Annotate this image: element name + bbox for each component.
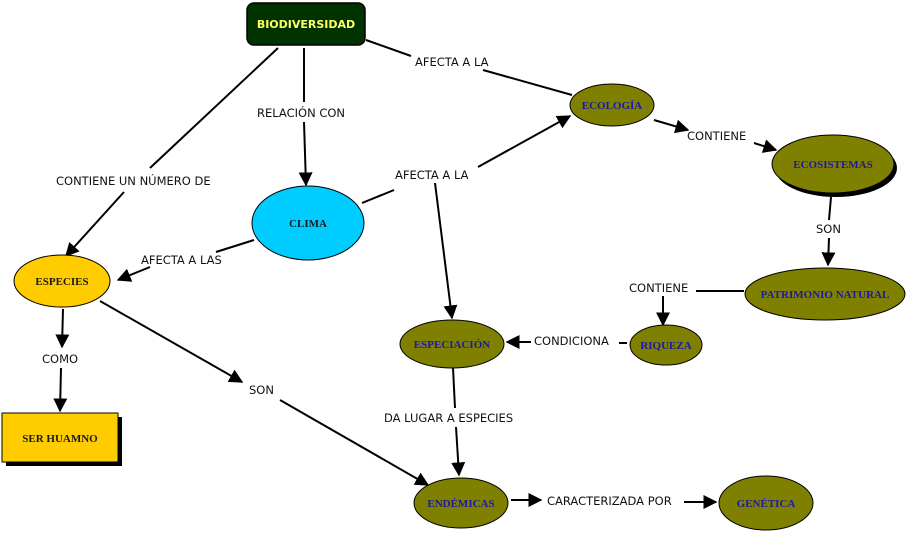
line-contiene-ecosistemas <box>753 139 778 153</box>
line-biodiv-contiene <box>149 47 279 169</box>
node-riqueza-label: RIQUEZA <box>640 340 691 352</box>
node-patrimonio-natural[interactable]: PATRIMONIO NATURAL <box>744 267 906 321</box>
link-label-afecta-a-la-2: AFECTA A LA <box>395 168 469 182</box>
link-label-afecta-a-las: AFECTA A LAS <box>141 253 222 267</box>
line-afectalas-especies <box>116 266 151 282</box>
connectors <box>53 39 836 509</box>
link-label-como: COMO <box>42 352 78 366</box>
line-especiacion-dalugar <box>452 367 456 409</box>
link-label-contiene-1: CONTIENE <box>687 129 746 143</box>
node-especies[interactable]: ESPECIES <box>13 254 111 308</box>
line-como-serhumano <box>53 367 68 413</box>
node-biodiversidad[interactable]: BIODIVERSIDAD <box>246 2 366 46</box>
line-afecta-ecologia <box>482 69 573 96</box>
node-clima-label: CLIMA <box>289 218 327 230</box>
line-ecologia-contiene <box>653 119 690 134</box>
node-especiacion-label: ESPECIACIÓN <box>414 339 490 351</box>
line-relacion-clima <box>298 121 313 187</box>
line-ecosistemas-son <box>828 196 832 221</box>
link-label-relacion-con: RELACIÓN CON <box>257 105 345 120</box>
node-genetica-label: GENÉTICA <box>737 498 796 510</box>
link-label-caracterizada-por: CARACTERIZADA POR <box>547 494 672 508</box>
line-especies-como <box>55 308 70 349</box>
node-ser-humano[interactable]: SER HUAMNO <box>1 412 122 466</box>
line-biodiv-afecta <box>365 39 412 57</box>
line-clima-afecta <box>361 189 395 204</box>
link-label-son-1: SON <box>816 222 841 236</box>
link-label-contiene-2: CONTIENE <box>629 281 688 295</box>
node-biodiversidad-label: BIODIVERSIDAD <box>257 18 355 31</box>
line-clima-afectalas <box>215 239 255 253</box>
link-label-condiciona: CONDICIONA <box>534 334 609 348</box>
node-genetica[interactable]: GENÉTICA <box>718 475 814 531</box>
line-especies-son <box>99 300 244 383</box>
link-label-afecta-a-la-1: AFECTA A LA <box>415 55 489 69</box>
line-afecta-ecologia-2 <box>477 115 572 168</box>
link-label-contiene-numero: CONTIENE UN NÚMERO DE <box>56 173 211 188</box>
line-dalugar-endemicas <box>451 426 466 477</box>
link-label-da-lugar: DA LUGAR A ESPECIES <box>384 411 513 425</box>
node-clima[interactable]: CLIMA <box>251 185 365 261</box>
node-endemicas[interactable]: ENDÉMICAS <box>413 477 509 529</box>
node-especies-label: ESPECIES <box>35 276 88 288</box>
line-afecta-especiacion <box>434 182 458 320</box>
node-patrimonio-label: PATRIMONIO NATURAL <box>761 289 890 301</box>
node-ecologia[interactable]: ECOLOGÍA <box>569 83 655 127</box>
line-son-patrimonio <box>821 237 836 267</box>
node-ecologia-label: ECOLOGÍA <box>582 100 643 112</box>
node-ser-humano-label: SER HUAMNO <box>22 433 98 445</box>
node-especiacion[interactable]: ESPECIACIÓN <box>399 319 505 369</box>
node-ecosistemas-label: ECOSISTEMAS <box>793 159 872 171</box>
line-contiene-especies <box>65 191 125 258</box>
line-son-endemicas <box>279 399 430 486</box>
link-label-son-2: SON <box>249 383 274 397</box>
node-endemicas-label: ENDÉMICAS <box>427 498 494 510</box>
node-riqueza[interactable]: RIQUEZA <box>629 324 703 366</box>
node-ecosistemas[interactable]: ECOSISTEMAS <box>771 134 897 197</box>
